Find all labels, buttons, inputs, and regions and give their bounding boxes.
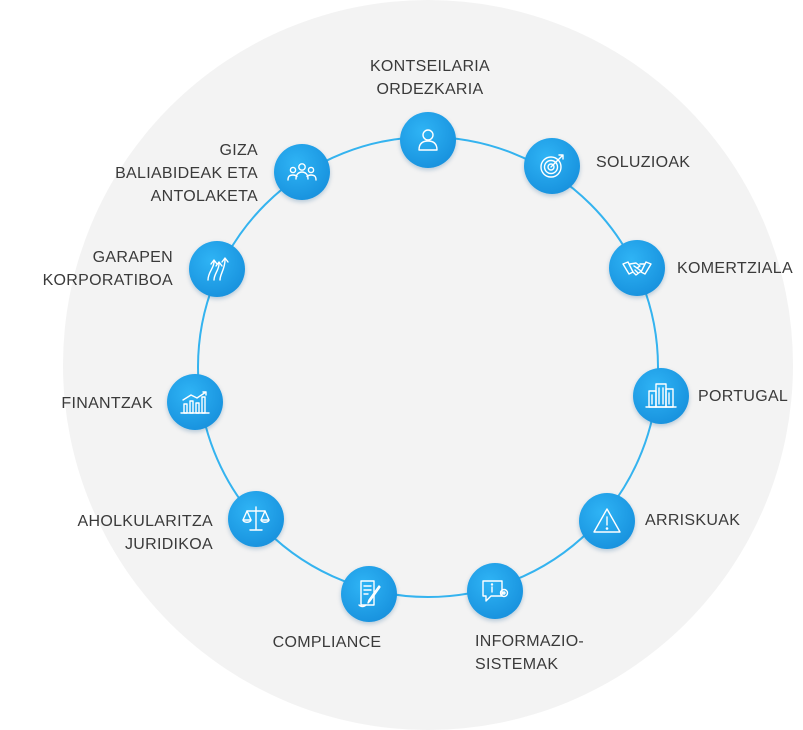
scales-icon [242, 506, 270, 531]
node-finantzak[interactable] [167, 374, 223, 430]
label-line: ANTOLAKETA [150, 188, 258, 205]
warning-icon [593, 508, 621, 533]
label-line: INFORMAZIO- [475, 633, 585, 650]
label-line: KORPORATIBOA [42, 272, 173, 289]
label-line: FINANTZAK [61, 395, 153, 412]
node-komertziala[interactable] [609, 240, 665, 296]
label-portugal: PORTUGAL [698, 385, 788, 408]
person-icon [418, 129, 438, 151]
label-line: GIZA [219, 142, 258, 159]
label-line: SISTEMAK [475, 656, 559, 673]
node-aholkularitza[interactable] [228, 491, 284, 547]
node-arriskuak[interactable] [579, 493, 635, 549]
label-line: BALIABIDEAK ETA [115, 165, 258, 182]
growth-arrows-icon [207, 257, 229, 281]
label-line: PORTUGAL [698, 388, 789, 405]
document-pen-icon [358, 580, 381, 608]
label-line: SOLUZIOAK [596, 154, 691, 171]
team-icon [287, 163, 317, 181]
label-garapen: GARAPEN KORPORATIBOA [20, 246, 173, 292]
node-compliance[interactable] [341, 566, 397, 622]
node-garapen[interactable] [189, 241, 245, 297]
label-komertziala: KOMERTZIALA [677, 257, 793, 280]
label-finantzak: FINANTZAK [20, 392, 153, 415]
label-line: ORDEZKARIA [376, 81, 484, 98]
info-chat-icon [482, 580, 509, 602]
bar-chart-icon [180, 391, 210, 414]
label-line: GARAPEN [92, 249, 173, 266]
handshake-icon [622, 261, 652, 276]
background-disc [63, 0, 793, 730]
label-line: KOMERTZIALA [677, 260, 793, 277]
label-line: AHOLKULARITZA [77, 513, 213, 530]
label-line: KONTSEILARIA [369, 58, 491, 75]
label-line: COMPLIANCE [272, 634, 382, 651]
label-arriskuak: ARRISKUAK [645, 509, 740, 532]
label-aholkularitza: AHOLKULARITZA JURIDIKOA [40, 510, 213, 556]
target-icon [540, 154, 564, 178]
node-giza[interactable] [274, 144, 330, 200]
buildings-icon [645, 383, 677, 408]
label-line: JURIDIKOA [124, 536, 213, 553]
label-giza: GIZA BALIABIDEAK ETA ANTOLAKETA [80, 139, 258, 208]
label-soluzioak: SOLUZIOAK [596, 151, 690, 174]
node-informazio[interactable] [467, 563, 523, 619]
label-kontseilaria: KONTSEILARIA ORDEZKARIA [360, 55, 500, 101]
node-kontseilaria[interactable] [400, 112, 456, 168]
label-informazio: INFORMAZIO- SISTEMAK [475, 630, 584, 676]
label-compliance: COMPLIANCE [256, 631, 398, 654]
node-soluzioak[interactable] [524, 138, 580, 194]
node-portugal[interactable] [633, 368, 689, 424]
label-line: ARRISKUAK [645, 512, 741, 529]
